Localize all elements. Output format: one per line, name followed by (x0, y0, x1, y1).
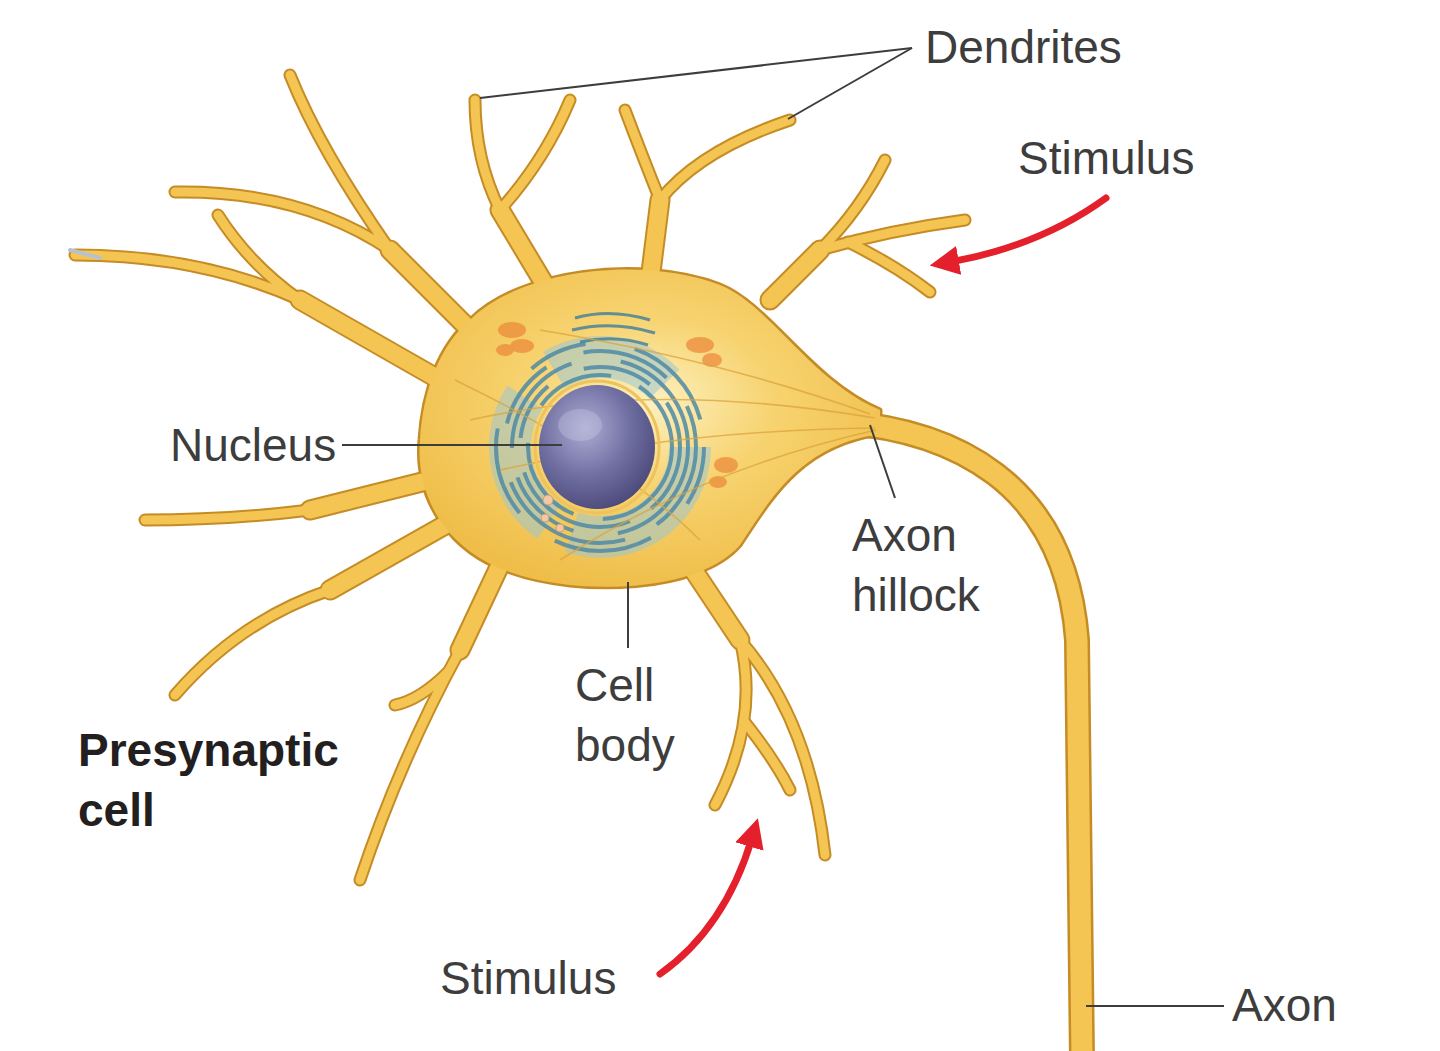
part-label: Axon (1232, 975, 1337, 1035)
golgi-body (496, 344, 514, 356)
golgi-body (714, 457, 738, 473)
leader-line (1086, 1005, 1224, 1007)
stimulus-arrows (660, 198, 1106, 974)
er-region (510, 357, 690, 537)
axon (840, 422, 1082, 1051)
stimulus-label: Stimulus (440, 948, 616, 1008)
vesicle (543, 495, 553, 505)
dendrite-tip (70, 250, 100, 258)
endoplasmic-reticulum (496, 343, 704, 551)
part-label: Nucleus (170, 415, 336, 475)
dendrite (75, 75, 965, 880)
stimulus-arrow (660, 838, 752, 974)
er-fold (512, 359, 688, 535)
nucleus (539, 385, 655, 509)
nuclear-envelope (535, 381, 659, 513)
dendrite-outline (75, 75, 965, 880)
stimulus-arrow (950, 198, 1106, 262)
cell-body (420, 270, 880, 587)
part-label: Cell body (575, 655, 715, 775)
stimulus-label: Stimulus (1018, 128, 1194, 188)
vesicle (541, 514, 549, 522)
leader-lines (342, 48, 1224, 1006)
neuron-fill (75, 75, 1082, 1051)
filament (455, 380, 700, 540)
er-fold (520, 367, 680, 527)
nucleus-highlight (558, 409, 602, 441)
er-stack (572, 313, 655, 345)
er-fold (496, 343, 704, 551)
er-fold (504, 351, 696, 543)
leader-line (342, 444, 562, 446)
organelles (455, 313, 876, 560)
golgi-body (686, 337, 714, 353)
er-fold (572, 326, 655, 333)
filament (470, 399, 875, 420)
soma-outline (420, 270, 880, 587)
leader-line (480, 48, 912, 98)
er-fold (575, 313, 650, 320)
part-label: Axon hillock (852, 505, 1032, 625)
golgi-body (498, 322, 526, 338)
axon-outline (840, 422, 1082, 1051)
part-label: Dendrites (925, 17, 1122, 77)
leader-line (788, 48, 912, 119)
vesicle (556, 524, 564, 532)
neuron-outline (75, 75, 1082, 1051)
leader-line (627, 582, 629, 648)
leader-line (870, 425, 895, 498)
cell-label: Presynaptic cell (78, 720, 378, 840)
